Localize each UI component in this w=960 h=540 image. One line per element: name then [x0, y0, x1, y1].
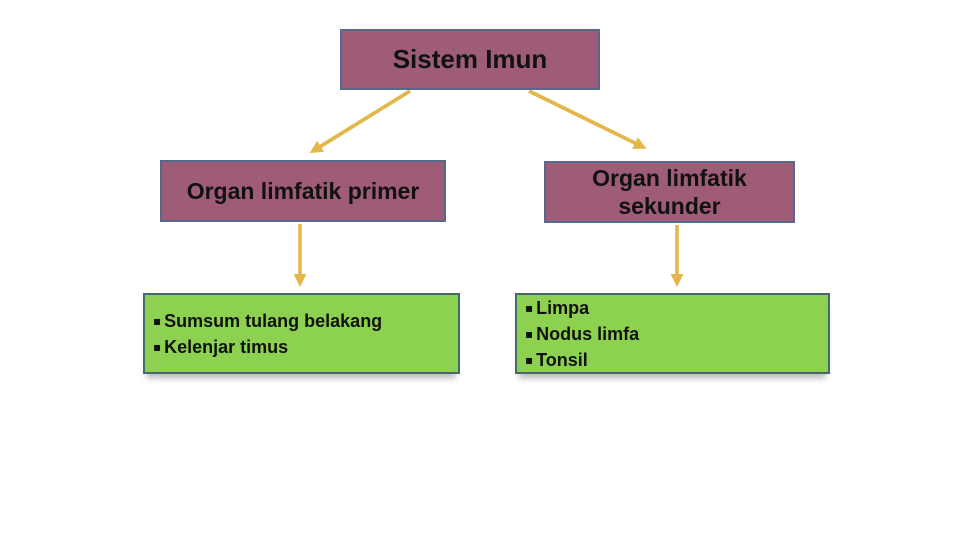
list-item: ▪ Nodus limfa: [525, 321, 639, 347]
list-item: ▪ Kelenjar timus: [153, 334, 288, 360]
primary-organs-box: ▪ Sumsum tulang belakang ▪ Kelenjar timu…: [143, 293, 460, 374]
secondary-organs-box: ▪ Limpa ▪ Nodus limfa ▪ Tonsil: [515, 293, 830, 374]
organ-item-label: Tonsil: [536, 349, 588, 370]
title-label: Sistem Imun: [392, 44, 548, 74]
square-bullet-icon: ▪: [153, 339, 162, 354]
organ-item-label: Kelenjar timus: [164, 336, 289, 357]
square-bullet-icon: ▪: [525, 352, 534, 367]
square-bullet-icon: ▪: [525, 300, 534, 315]
organ-item-label: Sumsum tulang belakang: [164, 310, 383, 331]
primary-node-box: Organ limfatik primer: [160, 160, 446, 222]
organ-item-label: Nodus limfa: [536, 323, 640, 344]
list-item: ▪ Limpa: [525, 295, 589, 321]
square-bullet-icon: ▪: [525, 326, 534, 341]
primary-node-label: Organ limfatik primer: [186, 177, 420, 204]
square-bullet-icon: ▪: [153, 313, 162, 328]
secondary-node-box: Organ limfatik sekunder: [544, 161, 795, 223]
secondary-node-label: Organ limfatik sekunder: [592, 164, 747, 219]
connector-root-to-primary: [309, 89, 411, 154]
title-box: Sistem Imun: [340, 29, 600, 90]
organ-item-label: Limpa: [536, 297, 590, 318]
list-item: ▪ Sumsum tulang belakang: [153, 308, 382, 334]
list-item: ▪ Tonsil: [525, 347, 588, 373]
connector-root-to-secondary: [528, 89, 647, 149]
